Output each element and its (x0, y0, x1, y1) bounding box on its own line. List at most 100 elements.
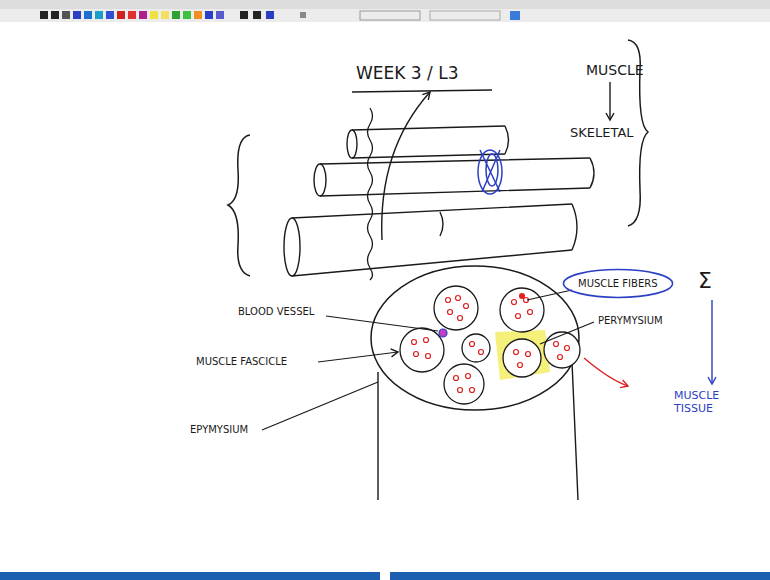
cross-section (466, 374, 471, 379)
cross-section (495, 330, 550, 380)
cross-section (378, 362, 578, 500)
cross-section (464, 304, 469, 309)
fiber-cylinders (505, 126, 509, 154)
toolbar (128, 11, 136, 19)
toolbar (84, 11, 92, 19)
cross-section (516, 314, 521, 319)
blue-highlight (478, 150, 502, 194)
cross-section (371, 266, 580, 500)
toolbar (216, 11, 224, 19)
toolbar (0, 0, 770, 22)
toolbar (161, 11, 169, 19)
fiber-cylinders (284, 126, 594, 276)
sum-symbol: Σ (698, 268, 712, 293)
toolbar (205, 11, 213, 19)
cross-section (526, 352, 531, 357)
cross-section (446, 298, 451, 303)
toolbar (150, 11, 158, 19)
toolbar (510, 11, 520, 20)
cross-section (444, 364, 484, 404)
leader-lines (318, 352, 398, 362)
fiber-cylinders (320, 158, 590, 196)
part-label: MUSCLE FASCICLE (196, 356, 287, 368)
cross-section (554, 342, 559, 347)
toolbar (194, 11, 202, 19)
cross-section (519, 293, 525, 299)
fiber-cylinders (347, 130, 357, 158)
cross-section (544, 332, 580, 368)
circled-term: MUSCLE FIBERS (562, 268, 674, 299)
toolbar (300, 12, 306, 18)
section-line (368, 108, 373, 280)
cross-section (558, 355, 563, 360)
toolbar (0, 0, 770, 22)
fiber-cylinders (314, 164, 326, 196)
topic-label: SKELETAL (570, 126, 634, 141)
left-brace (228, 135, 250, 276)
cross-section (454, 376, 459, 381)
toolbar (117, 11, 125, 19)
toolbar (73, 11, 81, 19)
cross-section (424, 338, 429, 343)
cross-section (458, 388, 463, 393)
cross-section (414, 352, 419, 357)
topic-label: MUSCLE (586, 62, 644, 78)
result-label: MUSCLE TISSUE (674, 390, 734, 415)
cross-section (470, 342, 475, 347)
cross-section (565, 346, 570, 351)
blue-highlight (478, 150, 502, 194)
cross-section (434, 286, 478, 330)
part-label: EPYMYSIUM (190, 424, 248, 436)
fiber-cylinders (590, 158, 594, 188)
toolbar (0, 0, 770, 9)
leader-lines (326, 316, 438, 331)
cross-section (462, 334, 490, 362)
cross-section (400, 328, 444, 372)
page-title: WEEK 3 / L3 (356, 64, 458, 84)
cross-section (412, 340, 417, 345)
toolbar (62, 11, 70, 19)
red-arrow (584, 358, 628, 386)
term-text: MUSCLE FIBERS (578, 278, 658, 289)
cross-section (448, 310, 453, 315)
fiber-cylinders (292, 204, 572, 276)
cross-section (503, 339, 541, 377)
toolbar (106, 11, 114, 19)
toolbar (253, 11, 261, 19)
cross-section (439, 329, 447, 337)
cross-section (456, 296, 461, 301)
toolbar (51, 11, 59, 19)
toolbar (40, 11, 48, 19)
toolbar (360, 11, 420, 20)
part-label: PERYMYSIUM (598, 315, 663, 327)
status-bar (0, 572, 770, 580)
circle-outline (564, 270, 673, 298)
cross-section (371, 266, 579, 410)
toolbar (183, 11, 191, 19)
fiber-cylinders (572, 204, 577, 250)
fiber-cylinders (440, 212, 443, 236)
cross-section (514, 350, 519, 355)
cross-section (412, 296, 570, 393)
cross-section (426, 354, 431, 359)
title-underline (352, 90, 492, 92)
leader-lines (527, 290, 572, 300)
down-arrow (609, 82, 610, 120)
cross-section (500, 288, 544, 332)
cross-section (458, 316, 463, 321)
cross-section (528, 310, 533, 315)
cross-section (470, 388, 475, 393)
toolbar (430, 11, 500, 20)
leader-lines (540, 322, 594, 344)
toolbar (172, 11, 180, 19)
toolbar (139, 11, 147, 19)
curved-arrow (382, 92, 430, 240)
fiber-cylinders (284, 218, 300, 276)
cross-section (518, 363, 523, 368)
part-label: BLOOD VESSEL (238, 306, 314, 318)
blue-highlight (480, 150, 500, 192)
blue-arrow (711, 300, 712, 384)
leader-lines (262, 382, 378, 430)
status-bar (380, 572, 390, 580)
